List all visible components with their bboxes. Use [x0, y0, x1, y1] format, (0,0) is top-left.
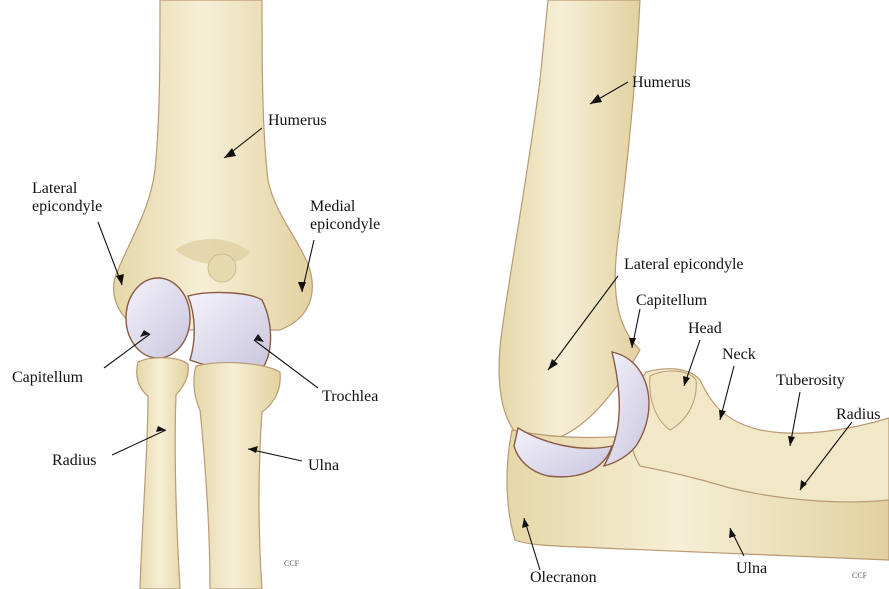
- label-capitellum-lateral: Capitellum: [636, 292, 707, 310]
- label-head-lateral: Head: [688, 320, 722, 338]
- label-olecranon-lateral: Olecranon: [530, 569, 597, 587]
- label-lateral-epicondyle-lateral: Lateral epicondyle: [624, 256, 744, 274]
- label-tuberosity-lateral: Tuberosity: [776, 372, 845, 390]
- label-lateral-epicondyle-anterior: Lateral epicondyle: [32, 180, 102, 216]
- anterior-view: [114, 0, 313, 589]
- anterior-capitellum-cartilage: [126, 278, 190, 358]
- label-radius-lateral: Radius: [836, 406, 880, 424]
- artist-signature-left: CCF: [284, 560, 299, 568]
- anterior-radius-bone: [137, 358, 189, 589]
- label-neck-lateral: Neck: [722, 346, 756, 364]
- label-capitellum-anterior: Capitellum: [12, 369, 83, 387]
- label-humerus-lateral: Humerus: [632, 74, 691, 92]
- label-ulna-lateral: Ulna: [736, 560, 767, 578]
- artist-signature-right: CCF: [852, 572, 867, 580]
- anterior-trochlea-cartilage: [188, 293, 271, 369]
- label-radius-anterior: Radius: [52, 452, 96, 470]
- label-humerus-anterior: Humerus: [268, 112, 327, 130]
- label-ulna-anterior: Ulna: [308, 457, 339, 475]
- anterior-humerus-bone: [114, 0, 313, 330]
- anterior-fossa-dimple: [208, 254, 236, 282]
- anterior-ulna-bone: [194, 363, 280, 589]
- label-trochlea-anterior: Trochlea: [322, 388, 378, 406]
- label-medial-epicondyle-anterior: Medial epicondyle: [310, 198, 380, 234]
- lateral-view: [499, 0, 889, 560]
